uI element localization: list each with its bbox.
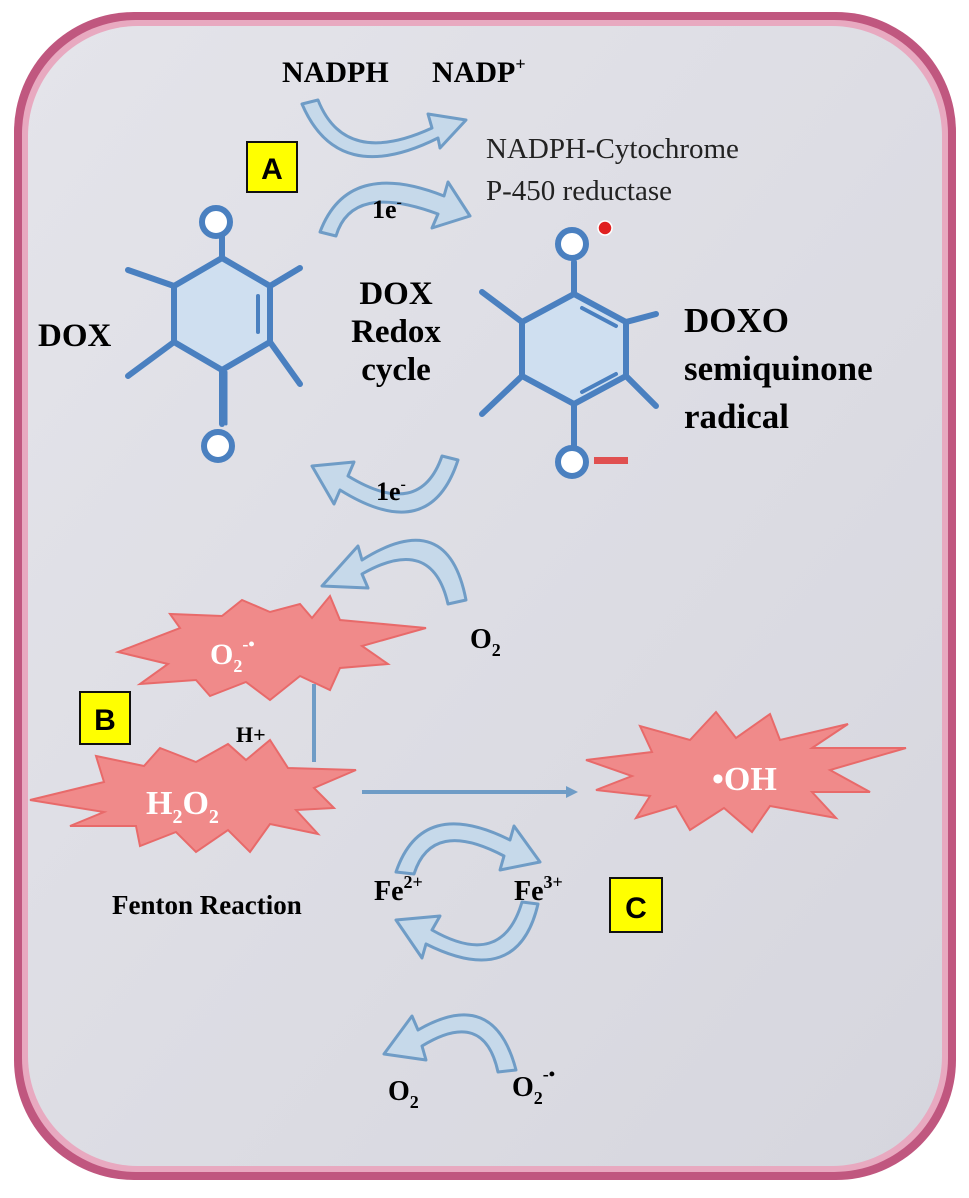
redox-center-line2: Redox — [351, 314, 441, 350]
oxygen-reduction-arrow — [320, 538, 468, 606]
step-b-badge: B — [79, 691, 131, 745]
nadp-label: NADP+ — [432, 54, 526, 89]
electron-label-middle: 1e- — [376, 476, 406, 506]
doxo-label-line2: semiquinone — [684, 349, 873, 388]
fenton-reaction-arrowhead — [566, 786, 578, 798]
dox-oxygen-bottom — [201, 429, 235, 463]
electron-transfer-arrow — [318, 180, 472, 238]
superoxide-to-oxygen-arrow — [382, 1013, 518, 1074]
hydroxyl-radical-burst — [585, 710, 907, 834]
dox-label: DOX — [38, 318, 112, 354]
oxygen-label-bottom: O2 — [388, 1076, 419, 1112]
h-plus-label: H+ — [236, 722, 266, 747]
oxygen-label-middle: O2 — [470, 624, 501, 660]
doxo-oxygen-bottom — [555, 445, 589, 479]
doxo-semiquinone-molecule — [479, 227, 659, 479]
reductase-curved-arrows — [300, 98, 472, 238]
fenton-curved-arrows — [382, 822, 542, 1074]
cytoplasm — [28, 26, 942, 1166]
doxo-oxygen-top — [555, 227, 589, 261]
redox-center-line3: cycle — [361, 352, 431, 388]
negative-charge-sign — [594, 457, 628, 464]
doxo-ring — [519, 290, 629, 408]
nadph-label: NADPH — [282, 56, 389, 89]
hydroxyl-radical-label: •OH — [712, 761, 777, 798]
svg-text:B: B — [94, 704, 116, 737]
redox-center-line1: DOX — [359, 276, 433, 312]
doxo-label-line3: radical — [684, 397, 789, 436]
superoxide-label: O2-• — [210, 634, 255, 676]
electron-label-top: 1e- — [372, 194, 402, 224]
superoxide-curved-arrows — [310, 454, 468, 606]
dox-ring — [171, 254, 273, 374]
svg-text:A: A — [261, 153, 283, 186]
step-a-badge: A — [246, 141, 298, 193]
dox-quinone-molecule — [125, 205, 303, 463]
hydrogen-peroxide-label: H2O2 — [146, 785, 219, 828]
superoxide-burst — [114, 594, 427, 702]
enzyme-name-line2: P-450 reductase — [486, 175, 672, 207]
ferric-ion-label: Fe3+ — [514, 872, 563, 907]
ferrous-ion-label: Fe2+ — [374, 872, 423, 907]
step-c-badge: C — [609, 877, 663, 933]
nadph-to-nadp-arrow — [300, 98, 468, 159]
radical-dot — [597, 220, 613, 236]
enzyme-name-line1: NADPH-Cytochrome — [486, 133, 739, 165]
ferrous-to-ferric-arrow — [394, 822, 542, 876]
svg-text:C: C — [625, 892, 647, 925]
hydrogen-peroxide-burst — [29, 738, 357, 854]
fenton-reaction-title: Fenton Reaction — [112, 890, 302, 920]
ferric-to-ferrous-arrow — [394, 900, 540, 962]
semiquinone-return-arrow — [310, 454, 460, 514]
doxo-label-line1: DOXO — [684, 301, 789, 340]
dox-oxygen-top — [199, 205, 233, 239]
superoxide-label-bottom: O2-• — [512, 1064, 555, 1108]
